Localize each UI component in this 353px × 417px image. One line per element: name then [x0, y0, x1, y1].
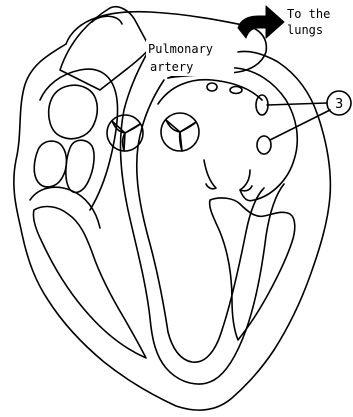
- vessel-opening-lower: [257, 136, 271, 154]
- septum-inner: [137, 80, 264, 362]
- left-oval-small: [66, 140, 94, 192]
- left-oval-lower: [34, 141, 66, 187]
- right-lower-chamber: [210, 198, 295, 340]
- left-oval-upper: [49, 85, 98, 138]
- callout-leader-upper: [267, 103, 327, 105]
- pulmonary-label-line2: artery: [150, 60, 193, 74]
- pulmonary-label-line1: Pulmonary: [148, 42, 213, 56]
- aorta-tube: [60, 7, 150, 90]
- valve-flap-left: [204, 160, 216, 189]
- to-the-label: To the: [287, 7, 330, 21]
- callout-number: 3: [335, 97, 343, 112]
- left-lower-chamber: [33, 207, 146, 358]
- lungs-label: lungs: [287, 23, 323, 37]
- vessel-opening-small-1: [207, 83, 217, 91]
- left-chamber-wall: [40, 69, 118, 210]
- vessel-opening-small-2: [230, 87, 242, 94]
- heart-outer-outline: [14, 44, 331, 410]
- valve-flap-right: [240, 170, 252, 191]
